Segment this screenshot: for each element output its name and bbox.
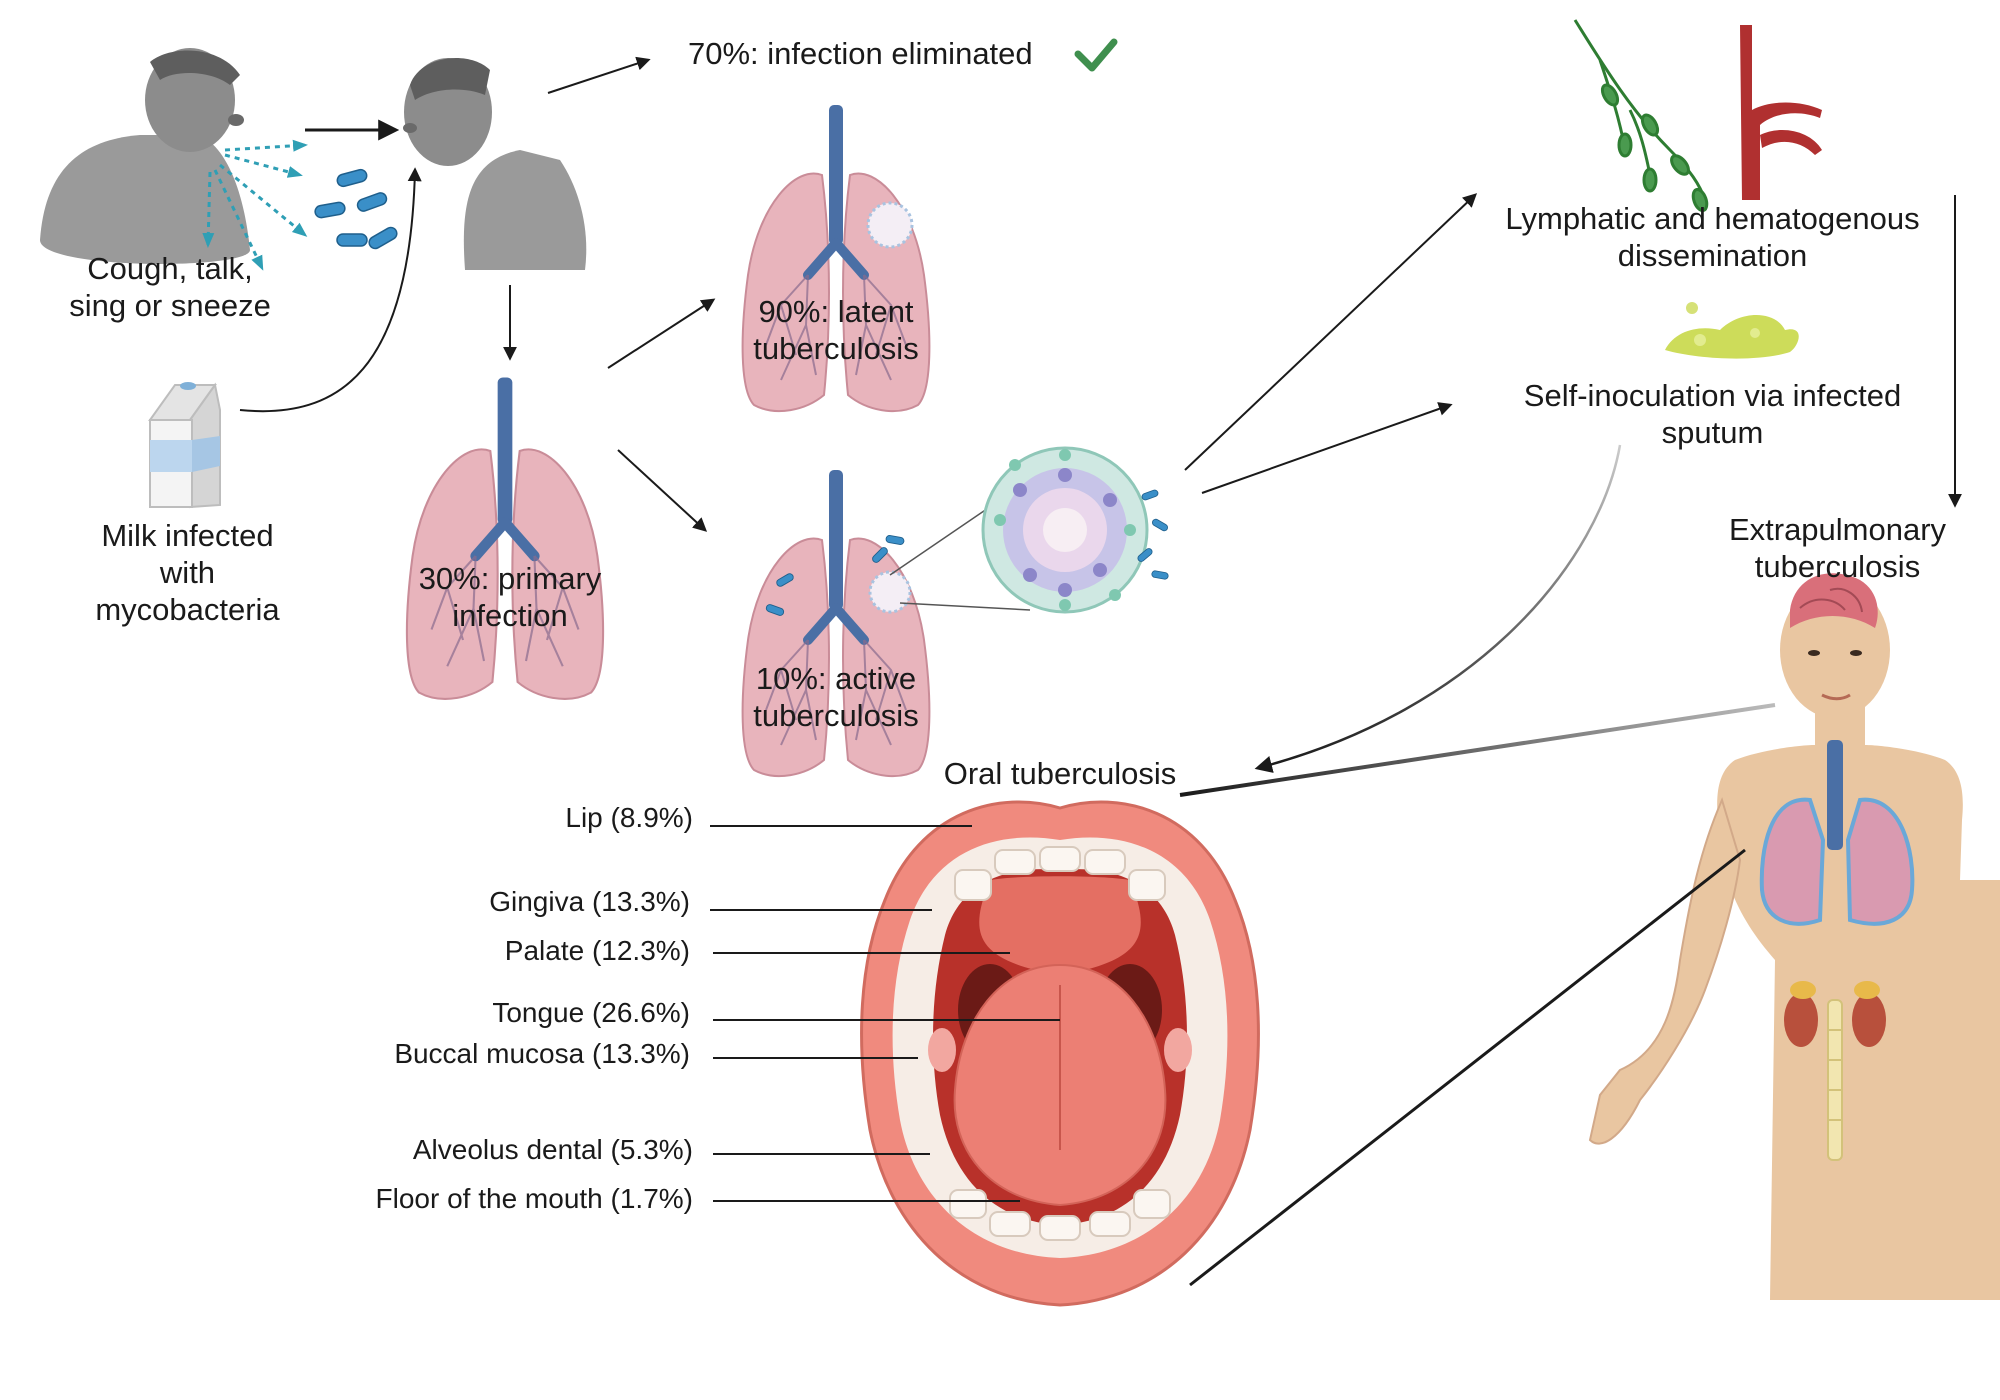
transmission-label: Cough, talk, sing or sneeze (69, 251, 271, 323)
oral-site-palate: Palate (12.3%) (504, 935, 690, 966)
check-icon (1074, 38, 1118, 72)
oral-site-leader-lines (710, 825, 1060, 1202)
oral-tb-label: Oral tuberculosis (943, 756, 1177, 791)
latent-arrow (607, 298, 716, 369)
granuloma-icon (981, 446, 1170, 614)
lungs-icon (407, 378, 603, 699)
person-coughing-icon (40, 48, 250, 264)
oral-site-alveolus-dental: Alveolus dental (5.3%) (412, 1134, 693, 1165)
lymphatic-vessel-icon (1573, 19, 1709, 213)
cough-droplet-arrows (202, 139, 308, 271)
oral-site-gingiva: Gingiva (13.3%) (489, 886, 690, 917)
self-inoculation-label: Self-inoculation via infected sputum (1523, 378, 1902, 450)
sputum-icon (1665, 302, 1799, 359)
open-mouth-icon (860, 800, 1260, 1307)
self-inoculation-arrow (1201, 402, 1453, 494)
oral-link-line (1179, 703, 1776, 797)
granuloma-zoom-lines (889, 499, 1031, 611)
dissemination-arrow (1184, 193, 1478, 471)
active-tb-label: 10%: active tuberculosis (753, 661, 919, 733)
self-inoculation-to-oral-arrow (1254, 444, 1622, 773)
person-inhaling-icon (403, 58, 587, 270)
blood-vessel-icon (1740, 25, 1822, 200)
infection-eliminated-label: 70%: infection eliminated (688, 36, 1033, 71)
oral-site-buccal-mucosa: Buccal mucosa (13.3%) (394, 1038, 690, 1069)
oral-site-tongue: Tongue (26.6%) (492, 997, 690, 1028)
oral-site-floor-of-mouth: Floor of the mouth (1.7%) (375, 1183, 693, 1214)
lungs-icon (743, 105, 930, 411)
oral-site-lip: Lip (8.9%) (565, 802, 693, 833)
oral-link-line-lower (1189, 848, 1746, 1287)
eliminated-arrow (547, 56, 651, 94)
active-arrow (617, 449, 708, 532)
milk-transmission-arrow (239, 167, 422, 413)
extrapulmonary-tb-label: Extrapulmonary tuberculosis (1728, 512, 1947, 584)
primary-infection-label: 30%: primary infection (418, 561, 602, 633)
milk-label: Milk infected with mycobacteria (95, 518, 280, 627)
latent-tb-label: 90%: latent tuberculosis (753, 294, 919, 366)
milk-carton-icon (148, 382, 221, 509)
human-body-icon (1588, 573, 2000, 1300)
lungs-icon (743, 470, 930, 776)
bacteria-icon (313, 167, 400, 252)
dissemination-label: Lymphatic and hematogenous dissemination (1505, 201, 1920, 273)
